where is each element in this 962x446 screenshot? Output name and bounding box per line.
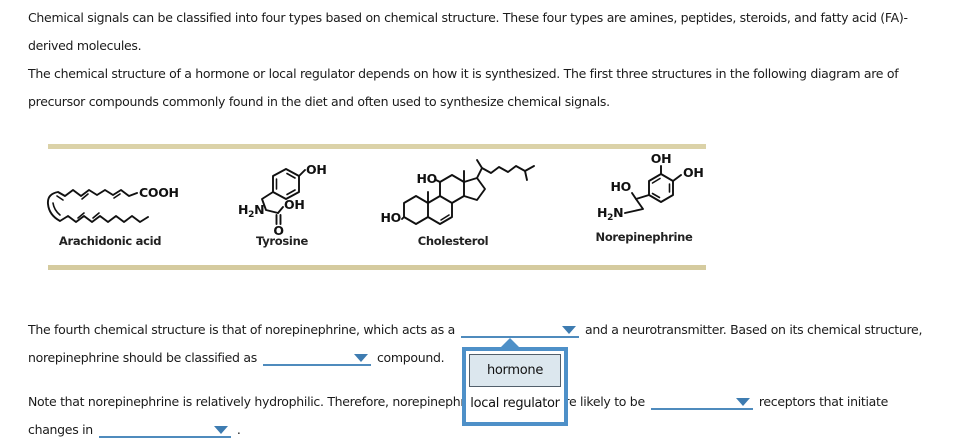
structure-label: Norepinephrine bbox=[596, 230, 693, 244]
dropdown-menu: hormone local regulator bbox=[462, 347, 568, 426]
intro-paragraph-1: Chemical signals can be classified into … bbox=[28, 4, 908, 60]
question-text: and a neurotransmitter. Based on its che… bbox=[584, 322, 923, 337]
formula-label-h2n: H2N bbox=[238, 202, 264, 220]
formula-label-oh: OH bbox=[306, 162, 327, 177]
formula-label-h2n: H2N bbox=[597, 205, 623, 223]
answer-blank-2[interactable] bbox=[262, 348, 371, 366]
answer-blank-4[interactable] bbox=[98, 420, 231, 438]
question-text: compound. bbox=[376, 350, 445, 365]
text-line: precursor compounds commonly found in th… bbox=[28, 94, 610, 109]
intro-paragraph-2: The chemical structure of a hormone or l… bbox=[28, 60, 899, 116]
dropdown-option-hormone[interactable]: hormone bbox=[469, 354, 561, 387]
answer-blank-3[interactable] bbox=[650, 392, 753, 410]
dropdown-arrow-icon[interactable] bbox=[213, 426, 228, 434]
formula-label-o: O bbox=[273, 223, 283, 238]
diagram-bottom-border bbox=[48, 265, 706, 270]
question-line: Note that norepinephrine is relatively h… bbox=[28, 388, 888, 416]
question-line: changes in. bbox=[28, 416, 888, 444]
question-text: changes in bbox=[28, 422, 93, 437]
formula-label-cooh: COOH bbox=[139, 185, 179, 200]
question-text: receptors that initiate bbox=[758, 394, 889, 409]
dropdown-arrow-icon[interactable] bbox=[353, 354, 368, 362]
formula-label-oh: OH bbox=[284, 197, 305, 212]
formula-label-oh: OH bbox=[651, 151, 672, 166]
question-text: norepinephrine should be classified as bbox=[28, 350, 257, 365]
formula-label-ho: HO bbox=[417, 171, 438, 186]
text-line: derived molecules. bbox=[28, 38, 142, 53]
formula-label-ho: HO bbox=[611, 179, 632, 194]
dropdown-option-local-regulator[interactable]: local regulator bbox=[469, 388, 561, 419]
dropdown-arrow-icon[interactable] bbox=[735, 398, 750, 406]
formula-label-oh: OH bbox=[683, 165, 704, 180]
question-2: Note that norepinephrine is relatively h… bbox=[28, 388, 888, 444]
text-line: Chemical signals can be classified into … bbox=[28, 10, 908, 25]
question-text: The fourth chemical structure is that of… bbox=[28, 322, 455, 337]
structure-tyrosine: OH OH O H2N Tyrosine bbox=[238, 162, 327, 248]
structure-cholesterol: HO HO Cholesterol bbox=[381, 159, 535, 248]
structure-label: Arachidonic acid bbox=[59, 234, 161, 248]
question-line: norepinephrine should be classified as co… bbox=[28, 344, 922, 372]
formula-label-ho: HO bbox=[381, 210, 402, 225]
answer-blank-1[interactable] bbox=[460, 320, 579, 338]
diagram-top-border bbox=[48, 144, 706, 149]
structure-arachidonic-acid: COOH Arachidonic acid bbox=[46, 185, 179, 248]
question-text: . bbox=[236, 422, 241, 437]
structure-label: Cholesterol bbox=[418, 234, 489, 248]
dropdown-arrow-icon[interactable] bbox=[561, 326, 576, 334]
text-line: The chemical structure of a hormone or l… bbox=[28, 66, 899, 81]
structure-norepinephrine: OH OH HO H2N Norepinephrine bbox=[596, 151, 704, 244]
dropdown-caret-icon bbox=[501, 338, 519, 347]
question-1: The fourth chemical structure is that of… bbox=[28, 316, 922, 372]
structure-label: Tyrosine bbox=[256, 234, 308, 248]
question-line: The fourth chemical structure is that of… bbox=[28, 316, 922, 344]
